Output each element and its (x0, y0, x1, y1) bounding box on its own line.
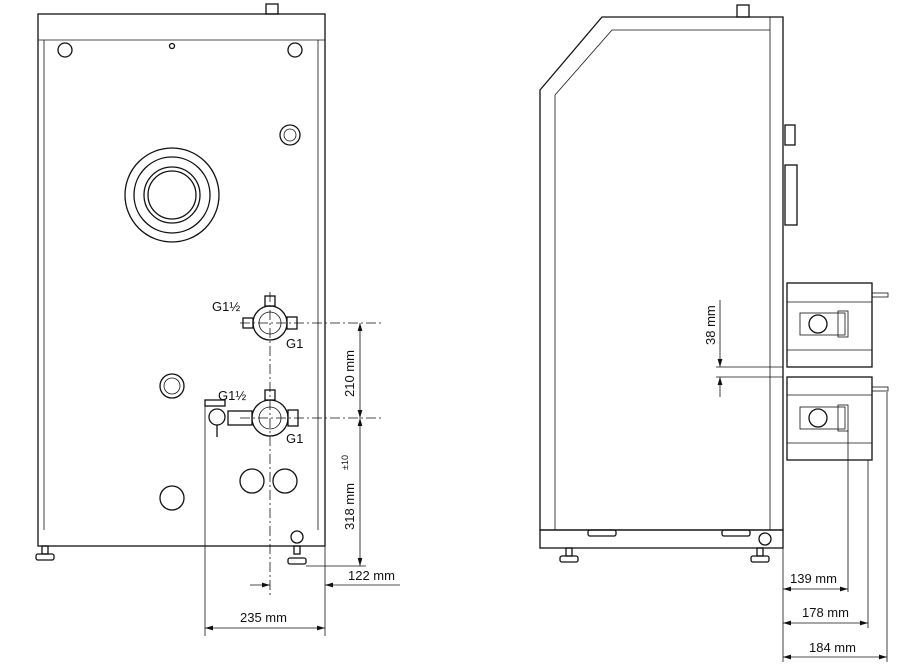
label-upper-g1: G1 (286, 336, 303, 351)
label-lower-g1: G1 (286, 431, 303, 446)
sensor-port (279, 124, 301, 146)
side-body (539, 16, 784, 531)
top-cap (265, 3, 279, 15)
dim-318-tolerance: ±10 (340, 455, 350, 470)
label-upper-g1-half: G1½ (212, 299, 240, 314)
dim-235: 235 mm (240, 610, 287, 625)
front-body (37, 13, 326, 547)
side-view (539, 4, 889, 662)
dim-178: 178 mm (802, 605, 849, 620)
upper-module (786, 282, 889, 368)
dim-38: 38 mm (703, 305, 718, 345)
dim-184: 184 mm (809, 640, 856, 655)
flue-outlet (124, 147, 220, 243)
dim-210: 210 mm (342, 350, 357, 397)
drain-tap-icon (208, 408, 226, 426)
front-view (35, 3, 400, 636)
dim-318: 318 mm (342, 483, 357, 530)
dim-122: 122 mm (348, 568, 395, 583)
lower-module (786, 376, 889, 461)
label-lower-g1-half: G1½ (218, 388, 246, 403)
dim-139: 139 mm (790, 571, 837, 586)
